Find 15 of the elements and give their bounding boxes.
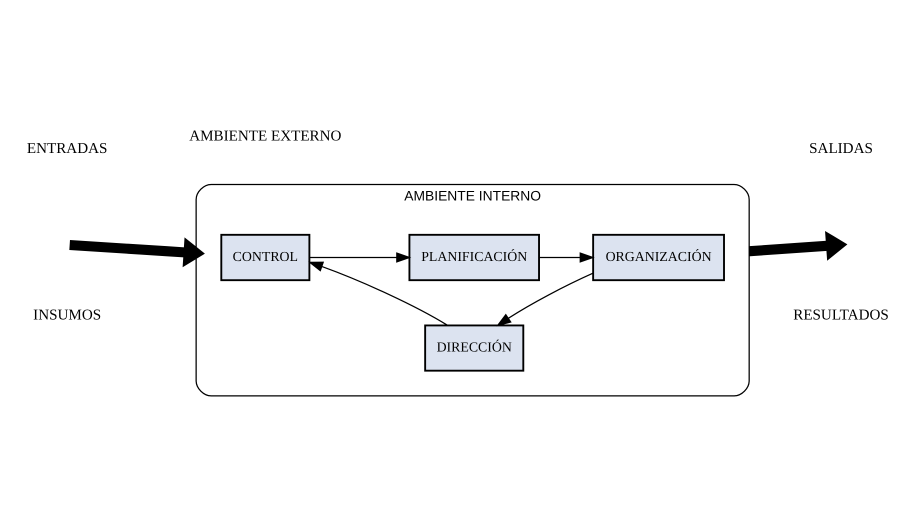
arrow <box>748 230 848 260</box>
label: ENTRADAS <box>26 140 108 157</box>
arrow <box>69 236 205 267</box>
label: SALIDAS <box>809 140 873 157</box>
arrow <box>310 252 412 262</box>
arrow <box>496 272 594 326</box>
label: INSUMOS <box>33 306 102 323</box>
node-box: PLANIFICACIÓN <box>408 233 540 281</box>
arrow <box>539 252 595 262</box>
label: RESULTADOS <box>793 306 889 323</box>
node-box: ORGANIZACIÓN <box>592 233 725 281</box>
node-box: DIRECCIÓN <box>424 324 524 372</box>
label: AMBIENTE EXTERNO <box>189 128 342 144</box>
node-box: CONTROL <box>220 233 310 281</box>
arrow <box>308 261 448 326</box>
